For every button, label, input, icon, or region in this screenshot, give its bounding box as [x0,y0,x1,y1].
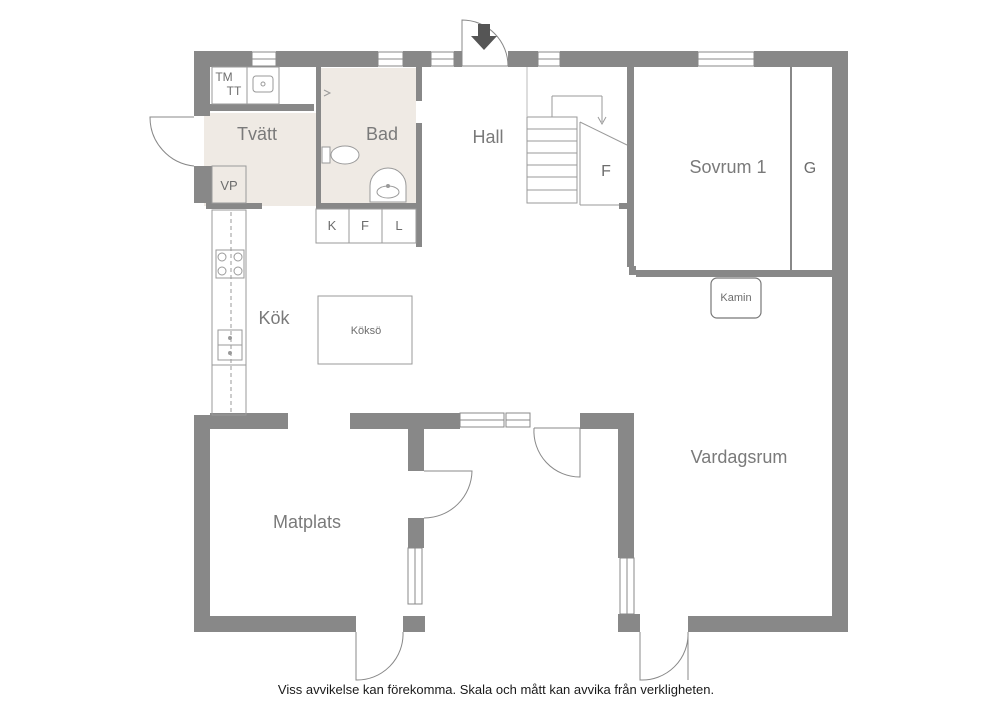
staircase [526,95,628,206]
label-kamin: Kamin [720,292,751,304]
fireplace [710,277,762,319]
label-vp: VP [220,178,237,193]
label-k: K [328,218,337,233]
bathroom-fixtures [321,89,407,203]
room-label-hall: Hall [472,127,503,147]
label-tt: TT [227,84,242,98]
label-f-hall: F [601,163,611,180]
kitchen-counter [211,209,247,416]
room-label-sovrum-1: Sovrum 1 [689,157,766,177]
entrance-arrow-icon [471,24,497,50]
room-label-kok: Kök [258,308,290,328]
room-label-vardagsrum: Vardagsrum [691,447,788,467]
room-label-tvatt: Tvätt [237,124,277,144]
label-kokso: Köksö [351,325,382,337]
room-label-matplats: Matplats [273,512,341,532]
label-g: G [804,160,816,177]
closets [315,208,417,244]
interior-walls [206,67,832,616]
label-f-closet: F [361,218,369,233]
tvatt-floor [204,113,316,206]
room-label-bad: Bad [366,124,398,144]
doors [149,19,689,681]
label-l: L [395,218,402,233]
outer-walls [194,51,848,632]
label-tm: TM [215,70,232,84]
kitchen-island [317,295,413,365]
disclaimer-text: Viss avvikelse kan förekomma. Skala och … [277,682,715,697]
laundry-fixtures [211,66,280,204]
